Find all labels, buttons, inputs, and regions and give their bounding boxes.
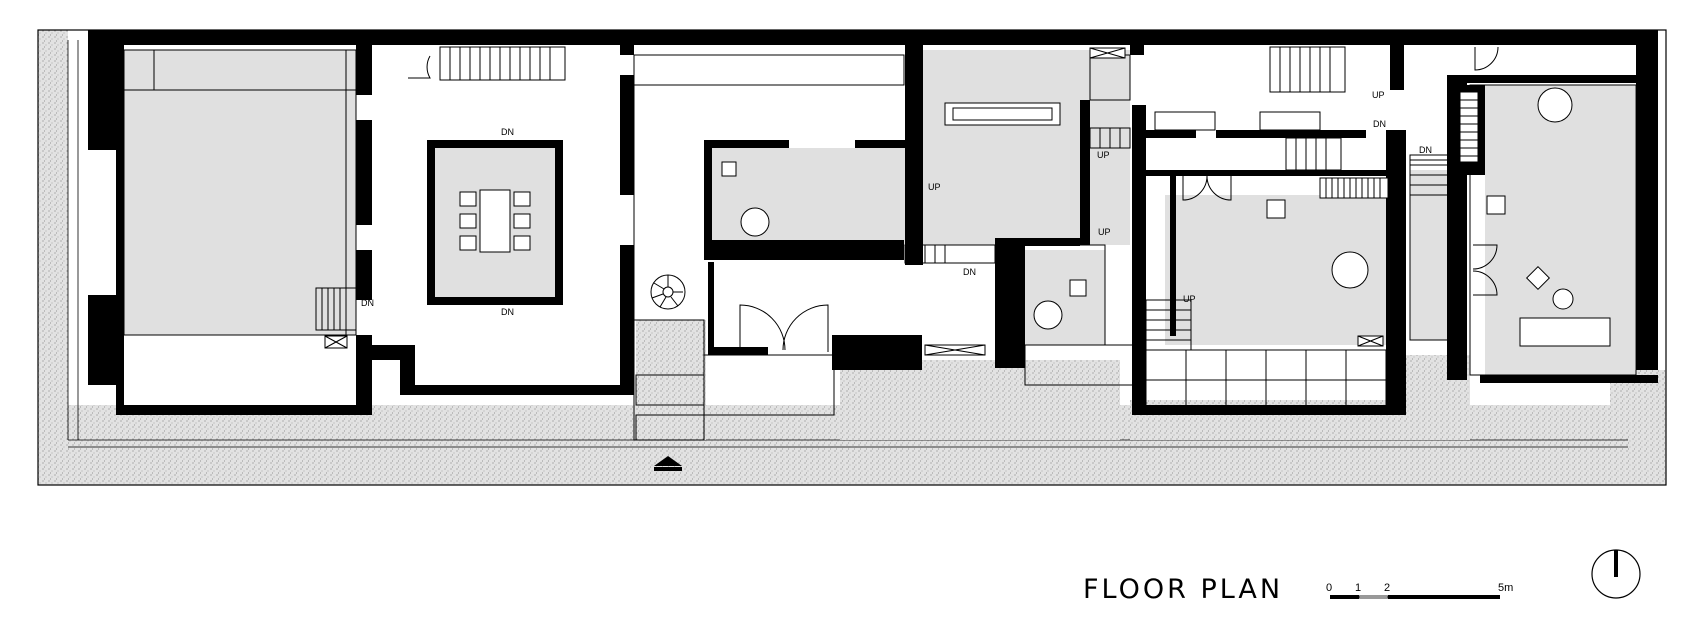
scale-tick-1: 1 <box>1355 582 1361 594</box>
stairs <box>315 46 1451 351</box>
scale-tick-2: 2 <box>1384 582 1390 594</box>
round-table-room-c <box>1033 300 1063 330</box>
label-up-1: UP <box>928 182 941 192</box>
plan-title: FLOOR PLAN <box>1083 574 1283 605</box>
label-dn-4: DN <box>963 267 976 277</box>
round-table-room-e <box>1537 87 1573 123</box>
stool-room-e <box>1552 288 1574 310</box>
chair-room-e <box>1486 195 1506 215</box>
north-arrow-icon <box>1591 549 1641 599</box>
round-table-room-d <box>1331 251 1369 289</box>
walls <box>88 30 1658 415</box>
label-up-3: UP <box>1098 227 1111 237</box>
label-dn-1: DN <box>501 127 514 137</box>
scale-bar: 0 1 2 5m <box>1326 582 1513 599</box>
chair-room-d <box>1266 199 1286 219</box>
room-fills <box>124 50 1635 375</box>
round-table-room-a <box>740 207 770 237</box>
courtyard-gravel <box>636 320 1470 440</box>
scale-tick-0: 0 <box>1326 582 1332 594</box>
chair-room-c <box>1069 279 1087 297</box>
stair-center <box>904 244 996 264</box>
chair-room-e2 <box>1525 265 1551 291</box>
radiators <box>1319 91 1479 199</box>
stair-mid-right <box>1285 137 1342 171</box>
entrance-arrow-icon <box>654 456 682 471</box>
partitions <box>123 49 1637 441</box>
stair-labels: DN DN DN DN DN DN UP UP UP UP UP <box>361 90 1432 317</box>
desk-room-e <box>1519 317 1611 347</box>
stair-left-small <box>315 287 357 331</box>
doors <box>408 46 1499 352</box>
label-dn-5: DN <box>1373 119 1386 129</box>
spiral-stair <box>650 274 686 310</box>
dining-set <box>459 189 531 253</box>
stair-up-left <box>1089 127 1131 149</box>
label-up-5: UP <box>1183 294 1196 304</box>
label-dn-6: DN <box>1419 145 1432 155</box>
label-up-4: UP <box>1372 90 1385 100</box>
stair-lower-right <box>1145 299 1192 351</box>
stair-top-right <box>1269 46 1346 93</box>
furniture <box>459 87 1611 347</box>
label-dn-3: DN <box>361 298 374 308</box>
stair-top-left <box>439 46 566 81</box>
chair-room-a <box>721 161 737 177</box>
scale-tick-end: 5m <box>1498 582 1513 594</box>
stair-right-narrow <box>1409 154 1451 196</box>
label-dn-2: DN <box>501 307 514 317</box>
label-up-2: UP <box>1097 150 1110 160</box>
ducts <box>324 47 1384 356</box>
